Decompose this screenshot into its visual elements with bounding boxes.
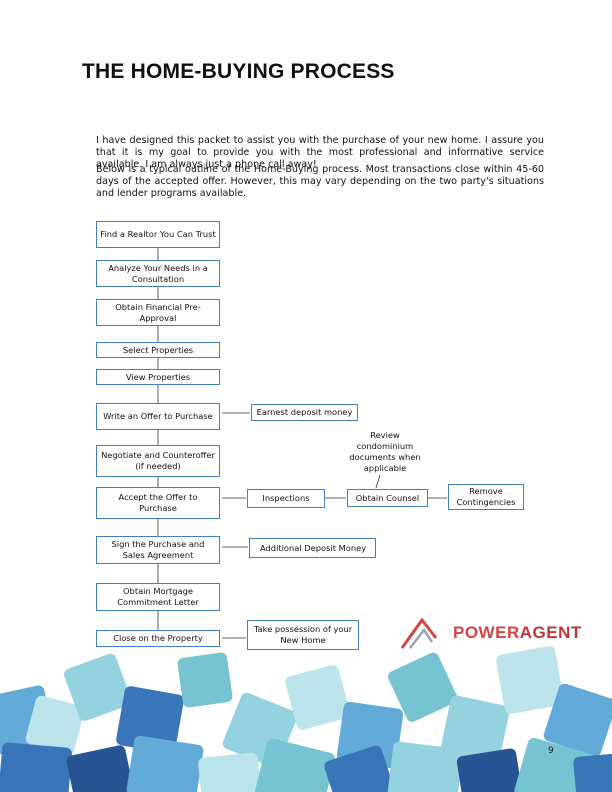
step-select-properties: Select Properties bbox=[96, 342, 220, 358]
power-agent-logo bbox=[400, 617, 438, 649]
page-number: 9 bbox=[548, 746, 554, 756]
intro-paragraph: I have designed this packet to assist yo… bbox=[96, 135, 544, 171]
page-title: THE HOME-BUYING PROCESS bbox=[82, 60, 395, 83]
step-additional-deposit: Additional Deposit Money bbox=[249, 538, 376, 558]
step-sign-agreement: Sign the Purchase and Sales Agreement bbox=[96, 536, 220, 564]
step-mortgage-letter: Obtain Mortgage Commitment Letter bbox=[96, 583, 220, 611]
step-view-properties: View Properties bbox=[96, 369, 220, 385]
step-inspections: Inspections bbox=[247, 489, 325, 508]
power-agent-wordmark: POWERAGENT bbox=[453, 623, 582, 643]
step-write-offer: Write an Offer to Purchase bbox=[96, 403, 220, 430]
step-remove-contingencies: Remove Contingencies bbox=[448, 484, 524, 510]
step-obtain-preapproval: Obtain Financial Pre-Approval bbox=[96, 299, 220, 326]
step-close-property: Close on the Property bbox=[96, 630, 220, 647]
step-take-possession: Take possession of your New Home bbox=[247, 620, 359, 650]
process-overview-paragraph: Below is a typical outline of the Home-B… bbox=[96, 164, 544, 200]
logo-power-text: POWER bbox=[453, 623, 520, 642]
step-accept-offer: Accept the Offer to Purchase bbox=[96, 487, 220, 519]
step-analyze-needs: Analyze Your Needs in a Consultation bbox=[96, 260, 220, 287]
step-negotiate: Negotiate and Counteroffer (if needed) bbox=[96, 445, 220, 477]
step-earnest-deposit: Earnest deposit money bbox=[251, 404, 358, 421]
step-find-realtor: Find a Realtor You Can Trust bbox=[96, 221, 220, 248]
logo-agent-text: AGENT bbox=[519, 623, 582, 642]
step-obtain-counsel: Obtain Counsel bbox=[347, 489, 428, 507]
step-review-condo-docs: Review condominium documents when applic… bbox=[349, 430, 421, 473]
